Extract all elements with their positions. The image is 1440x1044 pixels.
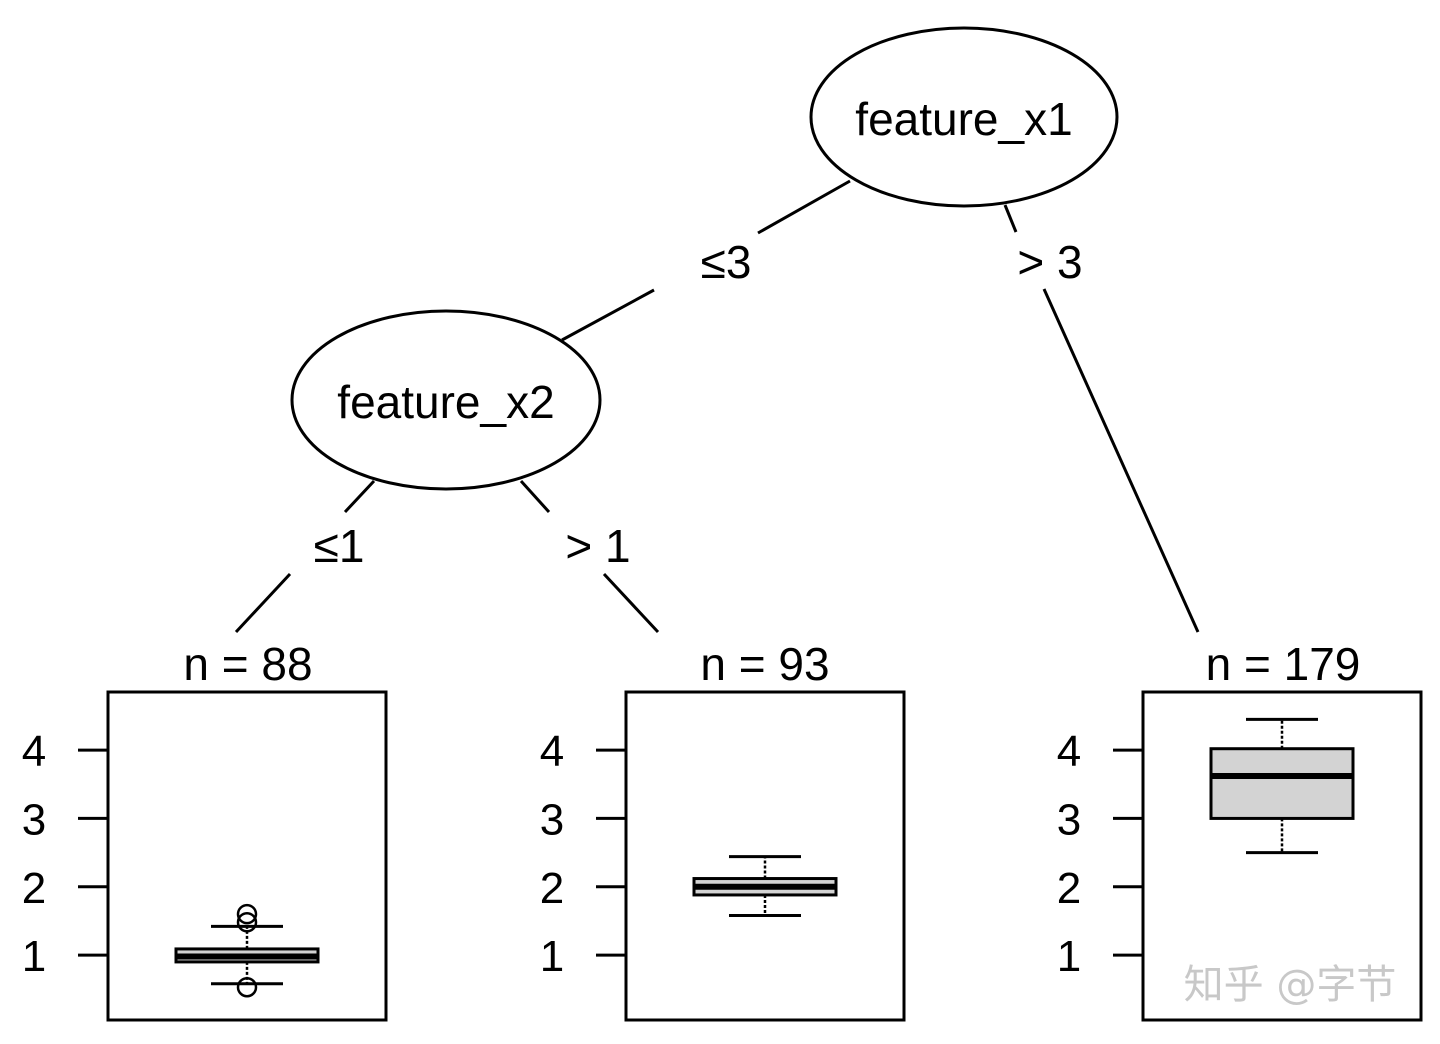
box-iqr (1209, 747, 1355, 820)
y-tick-label: 2 (540, 864, 564, 913)
edge-label-x2-le-1: ≤1 (314, 520, 365, 572)
y-tick-label: 3 (22, 795, 46, 844)
y-tick-label: 2 (22, 864, 46, 913)
y-tick-label: 1 (22, 932, 46, 981)
tree-edges (234, 179, 1200, 634)
edge-line-x1-to-x2-lower (561, 288, 655, 342)
panel-frame (624, 690, 906, 1022)
outlier-point (236, 912, 258, 933)
node-feature-x2: feature_x2 (290, 309, 602, 491)
edge-line-x1-to-x2-upper (757, 179, 851, 235)
node-feature-x1: feature_x1 (809, 26, 1119, 208)
node-label: feature_x2 (337, 376, 554, 428)
edge-line-x2-to-leaf1-lower (234, 572, 292, 634)
panel-frame (106, 690, 388, 1022)
boxplot-panel: 1 2 3 4 (22, 690, 388, 1022)
leaf-count-label: n = 88 (183, 638, 312, 690)
outlier-point (236, 976, 258, 998)
edge-line-x2-to-leaf2-upper (519, 479, 551, 514)
outlier-point (236, 903, 258, 925)
edge-line-x1-to-leaf3-upper (1003, 204, 1018, 233)
edge-line-x2-to-leaf1-upper (343, 479, 376, 514)
y-tick-label: 4 (22, 727, 46, 776)
y-tick-label: 3 (540, 795, 564, 844)
y-tick-label: 1 (1057, 932, 1081, 981)
edge-label-x1-le-3: ≤3 (701, 236, 752, 288)
panel-frame (1141, 690, 1423, 1022)
node-ellipse (290, 309, 602, 491)
y-tick-label: 1 (540, 932, 564, 981)
leaf-boxplot-panels: 1 2 3 4 1 2 3 4 1 2 3 4 (22, 690, 1423, 1022)
y-tick-label: 2 (1057, 864, 1081, 913)
node-ellipse (809, 26, 1119, 208)
y-tick-label: 3 (1057, 795, 1081, 844)
edge-label-x1-gt-3: > 3 (1017, 236, 1082, 288)
y-tick-label: 4 (540, 727, 564, 776)
edge-label-x2-gt-1: > 1 (565, 520, 630, 572)
leaf-count-label: n = 179 (1206, 638, 1361, 690)
boxplot-panel: 1 2 3 4 (540, 690, 906, 1022)
y-tick-label: 4 (1057, 727, 1081, 776)
edge-line-x1-to-leaf3-lower (1042, 288, 1200, 633)
watermark-text: 知乎 @字节 (1184, 962, 1397, 1008)
leaf-count-label: n = 93 (700, 638, 829, 690)
boxplot-panel: 1 2 3 4 (1057, 690, 1423, 1022)
node-label: feature_x1 (855, 93, 1072, 145)
edge-line-x2-to-leaf2-lower (602, 572, 660, 634)
